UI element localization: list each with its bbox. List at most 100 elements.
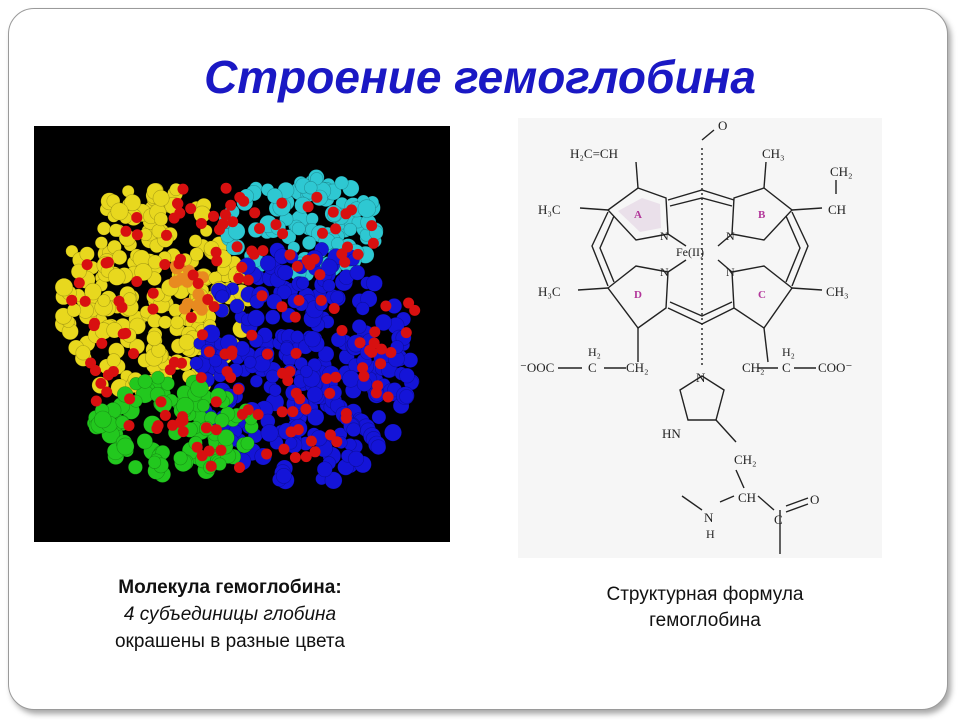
formula-ch-his: CH [738,490,756,505]
molecule-oxygen-sphere [214,224,225,236]
molecule-oxygen-sphere [234,462,245,473]
molecule-oxygen-sphere [197,329,208,341]
molecule-sphere [348,450,365,467]
molecule-oxygen-sphere [284,366,296,378]
molecule-sphere [307,408,325,426]
molecule-oxygen-sphere [233,272,245,284]
molecule-sphere [355,301,370,316]
molecule-oxygen-sphere [185,203,197,215]
molecule-oxygen-sphere [340,408,352,419]
molecule-oxygen-sphere [172,197,183,209]
molecule-sphere [304,330,321,348]
molecule-sphere [208,354,223,368]
molecule-oxygen-sphere [309,446,321,458]
molecule-sphere [265,309,281,325]
molecule-oxygen-sphere [300,403,312,415]
molecule-oxygen-sphere [177,426,189,438]
molecule-sphere [310,172,324,186]
molecule-sphere [84,282,102,301]
molecule-oxygen-sphere [195,218,207,229]
molecule-sphere [94,410,112,429]
molecule-oxygen-sphere [210,424,222,436]
molecule-oxygen-sphere [117,328,129,340]
molecule-oxygen-sphere [155,396,167,408]
molecule-sphere [371,409,387,425]
molecule-sphere [66,303,82,318]
molecule-oxygen-sphere [196,450,208,462]
molecule-oxygen-sphere [305,435,317,447]
molecule-oxygen-sphere [278,443,290,455]
molecule-oxygen-sphere [191,441,203,453]
molecule-oxygen-sphere [242,274,254,286]
hemoglobin-molecule-image [34,126,450,542]
molecule-sphere [94,236,108,250]
molecule-spheres [54,169,421,490]
formula-ooc-left: ⁻OOC [520,360,554,375]
molecule-oxygen-sphere [200,422,212,434]
molecule-oxygen-sphere [367,237,379,249]
formula-n3: N [660,265,669,279]
molecule-oxygen-sphere [215,444,227,456]
molecule-sphere [341,370,360,388]
formula-o-carbonyl: O [810,492,819,507]
molecule-oxygen-sphere [358,370,370,382]
formula-n1: N [660,229,669,243]
molecule-oxygen-sphere [210,246,222,258]
molecule-oxygen-sphere [151,423,163,434]
molecule-oxygen-sphere [226,349,238,361]
molecule-oxygen-sphere [352,248,364,260]
molecule-oxygen-sphere [220,209,231,221]
molecule-oxygen-sphere [315,294,327,306]
molecule-sphere [229,298,245,314]
molecule-oxygen-sphere [238,195,250,207]
molecule-sphere [402,352,419,368]
molecule-sphere [108,268,126,286]
molecule-sphere [215,289,230,304]
molecule-oxygen-sphere [262,348,273,360]
molecule-oxygen-sphere [120,225,132,237]
molecule-sphere [365,274,383,292]
molecule-oxygen-sphere [168,356,180,368]
molecule-sphere [331,237,345,251]
molecule-oxygen-sphere [231,241,243,253]
molecule-sphere [137,373,153,389]
molecule-oxygen-sphere [73,277,85,289]
molecule-oxygen-sphere [211,255,223,267]
formula-n2: N [726,229,735,243]
molecule-sphere [178,334,196,351]
molecule-oxygen-sphere [85,357,97,369]
formula-ch3-c: CH₃ [826,284,849,299]
molecule-oxygen-sphere [101,386,113,398]
molecule-sphere [302,235,317,250]
molecule-sphere [189,247,204,262]
molecule-oxygen-sphere [192,278,204,289]
molecule-sphere [300,365,313,378]
molecule-sphere [276,284,292,300]
molecule-sphere [111,249,128,265]
molecule-oxygen-sphere [123,420,135,432]
molecule-oxygen-sphere [294,393,306,405]
molecule-oxygen-sphere [385,347,397,358]
formula-n-imid: N [696,370,706,385]
formula-coo-right: COO⁻ [818,360,852,375]
formula-h2-right: H₂ [782,345,795,359]
formula-hn: HN [662,426,681,441]
slide-title: Строение гемоглобина [204,51,756,103]
molecule-oxygen-sphere [357,362,369,374]
molecule-oxygen-sphere [276,197,288,209]
molecule-oxygen-sphere [254,223,265,234]
molecule-oxygen-sphere [321,373,333,384]
molecule-sphere [75,345,91,361]
molecule-oxygen-sphere [380,300,392,312]
molecule-oxygen-sphere [342,241,353,253]
molecule-oxygen-sphere [400,327,412,339]
molecule-oxygen-sphere [232,383,244,395]
molecule-oxygen-sphere [317,227,328,239]
molecule-oxygen-sphere [301,254,313,266]
formula-c-left: C [588,360,597,375]
molecule-oxygen-sphere [330,371,342,383]
molecule-sphere [349,264,366,281]
molecule-heme-sphere [178,302,191,315]
molecule-oxygen-sphere [195,372,207,384]
molecule-sphere [160,376,175,391]
